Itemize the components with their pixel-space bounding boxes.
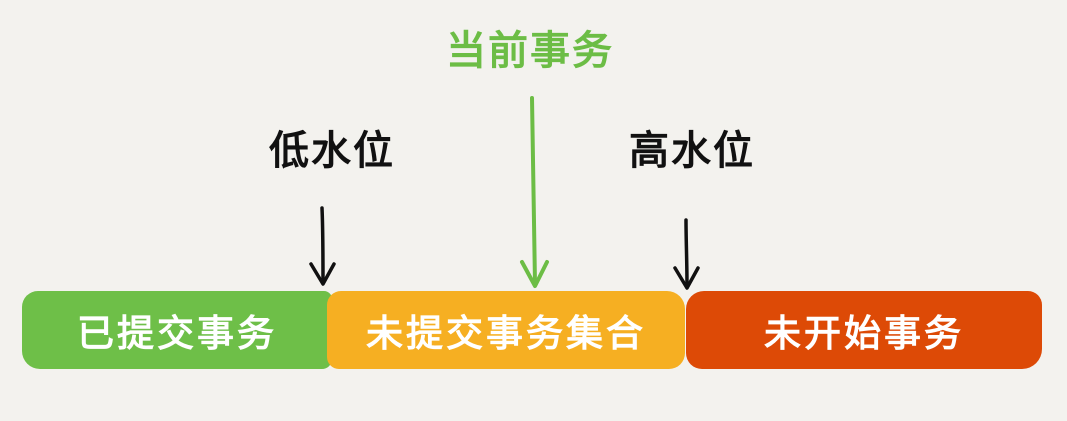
high-watermark-label: 高水位 [629,128,755,174]
committed-transactions-label: 已提交事务 [77,312,277,355]
committed-transactions-segment: 已提交事务 [22,291,332,369]
high-watermark-arrow-icon [673,218,700,290]
not-started-transactions-segment: 未开始事务 [686,291,1042,369]
current-transaction-label: 当前事务 [446,28,614,74]
low-watermark-arrow-icon [309,206,336,286]
current-transaction-arrow-icon [520,96,549,288]
low-watermark-label: 低水位 [269,128,395,174]
uncommitted-transactions-label: 未提交事务集合 [366,312,646,355]
not-started-transactions-label: 未开始事务 [764,312,964,355]
uncommitted-transactions-segment: 未提交事务集合 [327,291,685,369]
